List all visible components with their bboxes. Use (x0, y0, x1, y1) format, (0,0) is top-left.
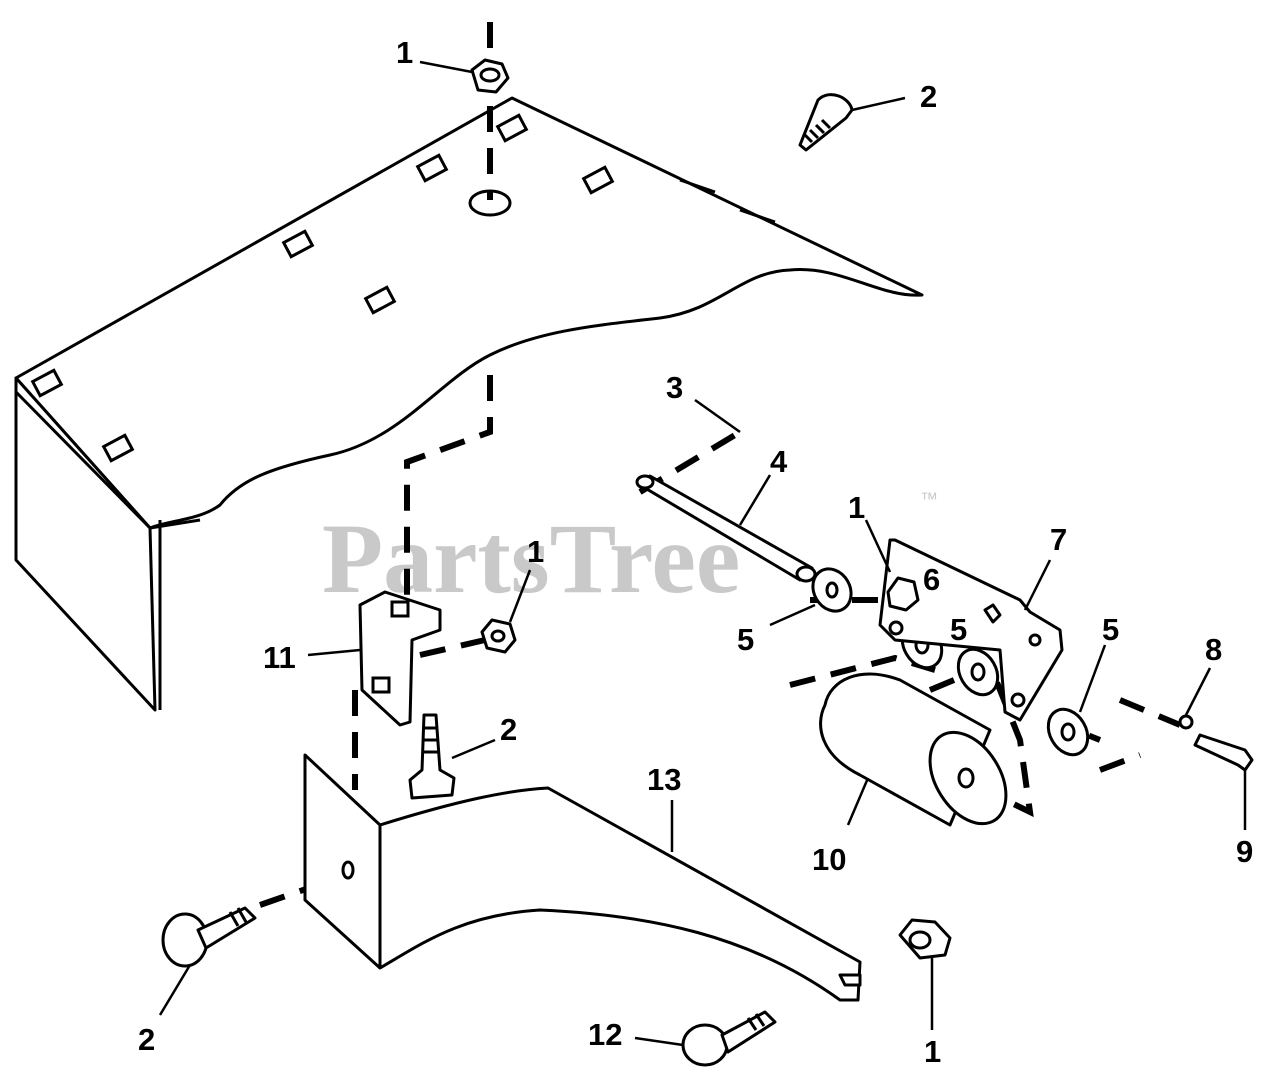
callout-5-left: 5 (737, 622, 754, 657)
callout-12: 12 (588, 1017, 622, 1052)
callout-2-bottom: 2 (138, 1022, 155, 1057)
callout-4: 4 (770, 444, 788, 479)
callouts: 1 2 3 4 1 7 6 5 5 5 8 9 1 11 2 13 10 2 1… (138, 35, 1253, 1069)
callout-11: 11 (263, 640, 296, 675)
deflector-plate (14, 96, 924, 712)
carriage-bolt-bottom-left (161, 906, 257, 968)
leader-lines (158, 60, 1247, 1047)
callout-1-bottom: 1 (924, 1034, 941, 1069)
nut-bottom (898, 918, 952, 960)
lower-support-bracket (303, 753, 862, 1002)
carriage-bolt-bottom (681, 1010, 777, 1067)
roller-bracket (878, 538, 1064, 722)
watermark-trademark: ™ (920, 489, 938, 509)
callout-13: 13 (647, 762, 681, 797)
callout-1-top: 1 (396, 35, 413, 70)
callout-1-bracket: 1 (848, 490, 865, 525)
callout-3: 3 (666, 370, 683, 405)
callout-5-right: 5 (1102, 612, 1119, 647)
callout-2-middle: 2 (500, 712, 517, 747)
callout-10: 10 (812, 842, 846, 877)
bolt-with-lockwasher (1178, 714, 1254, 772)
nut-top (470, 58, 510, 94)
callout-8: 8 (1205, 632, 1222, 667)
roller-shaft (635, 474, 817, 583)
callout-1-middle: 1 (527, 534, 544, 569)
alignment-lines (259, 22, 1182, 908)
callout-5-middle: 5 (950, 612, 967, 647)
callout-9: 9 (1236, 834, 1253, 869)
hinge-bracket (358, 590, 442, 727)
callout-6: 6 (923, 562, 940, 597)
callout-2-top: 2 (920, 79, 937, 114)
roller (819, 672, 1008, 827)
carriage-bolt-top (798, 93, 854, 152)
callout-7: 7 (1050, 522, 1067, 557)
carriage-bolt-middle (408, 713, 456, 800)
nut-middle (480, 618, 517, 654)
